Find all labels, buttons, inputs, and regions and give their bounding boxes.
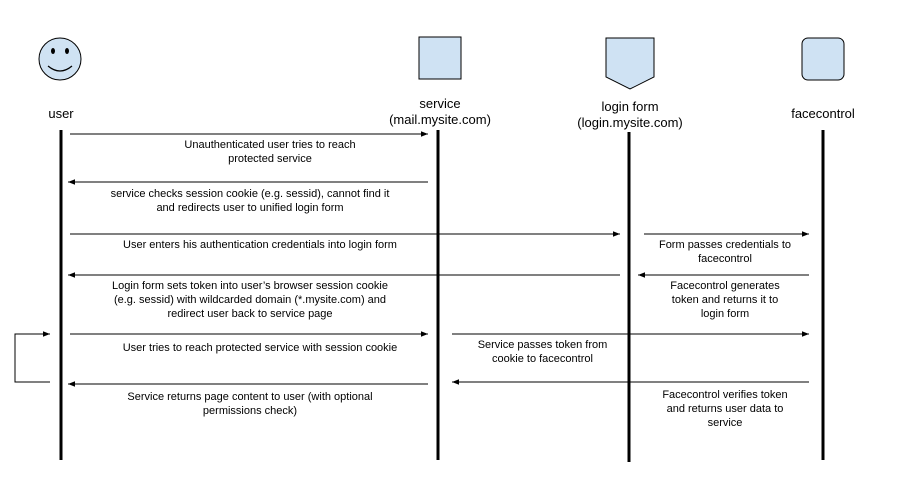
message-label-5: Login form sets token into user’s browse… [70, 279, 430, 321]
login-form-actor-name: login form (login.mysite.com) [577, 99, 683, 130]
message-label-line: Form passes credentials to [658, 239, 792, 251]
message-label-line: and redirects user to unified login form [156, 202, 344, 214]
message-label-line: User tries to reach protected service wi… [122, 342, 398, 354]
user-actor-name: user [48, 106, 74, 121]
arrow-user-self-loop [14, 331, 50, 383]
message-label-line: Login form sets token into user’s browse… [112, 280, 388, 292]
facecontrol-actor-icon [801, 37, 845, 81]
message-label-line: protected service [228, 153, 312, 165]
message-label-1: Unauthenticated user tries to reach prote… [120, 138, 420, 166]
message-label-line: service checks session cookie (e.g. sess… [110, 188, 390, 200]
message-label-line: and returns user data to [666, 403, 784, 415]
service-actor-icon [418, 36, 462, 80]
message-label-8: Service passes token from cookie to facec… [455, 338, 630, 366]
message-label-line: redirect user back to service page [167, 308, 333, 320]
message-label-line: login form [700, 308, 750, 320]
login-form-actor-icon [605, 37, 655, 90]
message-label-2: service checks session cookie (e.g. sess… [70, 187, 430, 215]
message-label-line: Service passes token from [477, 339, 608, 351]
service-actor-name: service (mail.mysite.com) [389, 96, 491, 127]
message-label-line: User enters his authentication credentia… [123, 239, 397, 251]
message-label-line: Unauthenticated user tries to reach [184, 139, 356, 151]
message-label-line: facecontrol [698, 253, 752, 265]
message-label-line: Facecontrol verifies token [662, 389, 788, 401]
message-label-3: User enters his authentication credentia… [80, 238, 440, 252]
message-label-line: (e.g. sessid) with wildcarded domain (*.… [113, 294, 387, 306]
message-label-9: Service returns page content to user (wi… [70, 390, 430, 418]
message-label-7: User tries to reach protected service wi… [80, 341, 440, 355]
message-label-10: Facecontrol verifies token and returns us… [640, 388, 810, 430]
user-actor-icon [38, 37, 82, 81]
message-label-line: cookie to facecontrol [492, 353, 593, 365]
message-label-line: Facecontrol generates [670, 280, 780, 292]
message-label-4: Form passes credentials to facecontrol [640, 238, 810, 266]
message-label-line: service [707, 417, 743, 429]
message-label-line: token and returns it to [671, 294, 779, 306]
message-label-6: Facecontrol generates token and returns i… [640, 279, 810, 321]
message-label-line: Service returns page content to user (wi… [127, 391, 373, 403]
facecontrol-actor-name: facecontrol [791, 106, 855, 121]
message-label-line: permissions check) [202, 405, 298, 417]
